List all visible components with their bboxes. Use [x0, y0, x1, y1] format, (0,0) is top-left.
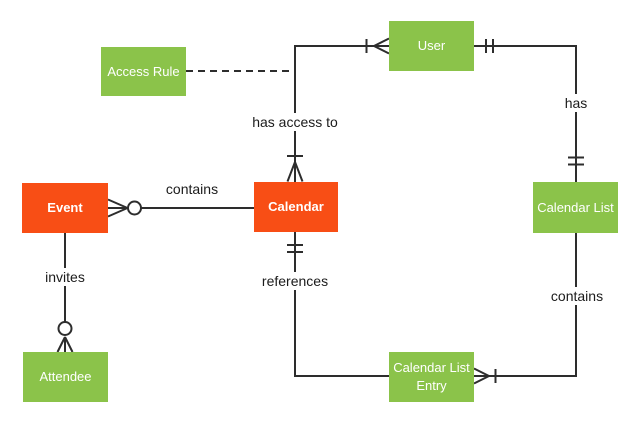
entity-event[interactable]: Event — [22, 183, 108, 233]
entity-label: Calendar List Entry — [393, 360, 470, 393]
entity-label: Calendar — [268, 199, 324, 215]
edge-user-has-calendar-list — [474, 39, 584, 182]
zero-ring-icon — [127, 200, 142, 216]
relationship-label-invites: invites — [41, 268, 89, 286]
entity-user[interactable]: User — [389, 21, 474, 71]
entity-calendar[interactable]: Calendar — [254, 182, 338, 232]
double-tick-icon — [287, 244, 303, 253]
relationship-label-contains-events: contains — [161, 180, 223, 198]
entity-attendee[interactable]: Attendee — [23, 352, 108, 402]
entity-label: Attendee — [39, 369, 92, 385]
relationship-label-has: has — [560, 94, 592, 112]
entity-calendar-list[interactable]: Calendar List — [533, 182, 618, 233]
edge-line — [294, 232, 389, 377]
crow-foot-icon — [286, 161, 304, 182]
crow-foot-icon — [373, 37, 390, 55]
crow-foot-icon — [473, 367, 490, 385]
edge-line — [294, 45, 389, 182]
edge-line — [474, 45, 577, 182]
entity-label: Calendar List — [537, 199, 614, 215]
zero-ring-icon — [57, 321, 73, 336]
entity-label: Event — [47, 200, 83, 216]
edge-event-invites-attendee — [56, 233, 74, 353]
edge-user-has-access-to-calendar — [286, 37, 390, 182]
edge-line — [489, 233, 577, 377]
edge-calendar-contains-event — [107, 198, 254, 218]
entity-label: Access Rule — [107, 63, 180, 79]
relationship-label-contains-entries: contains — [546, 287, 608, 305]
relationship-label-references: references — [257, 272, 333, 290]
edge-calendar-references-entry — [287, 232, 389, 377]
entity-calendar-list-entry[interactable]: Calendar List Entry — [389, 352, 474, 402]
double-tick-icon — [568, 156, 584, 166]
entity-access-rule[interactable]: Access Rule — [101, 47, 186, 96]
crow-foot-icon — [107, 198, 128, 218]
crow-foot-icon — [56, 336, 74, 353]
edge-calendar-list-contains-entry — [473, 233, 577, 385]
entity-label: User — [417, 38, 446, 54]
double-tick-icon — [485, 39, 494, 53]
relationship-label-has-access-to: has access to — [248, 113, 342, 131]
